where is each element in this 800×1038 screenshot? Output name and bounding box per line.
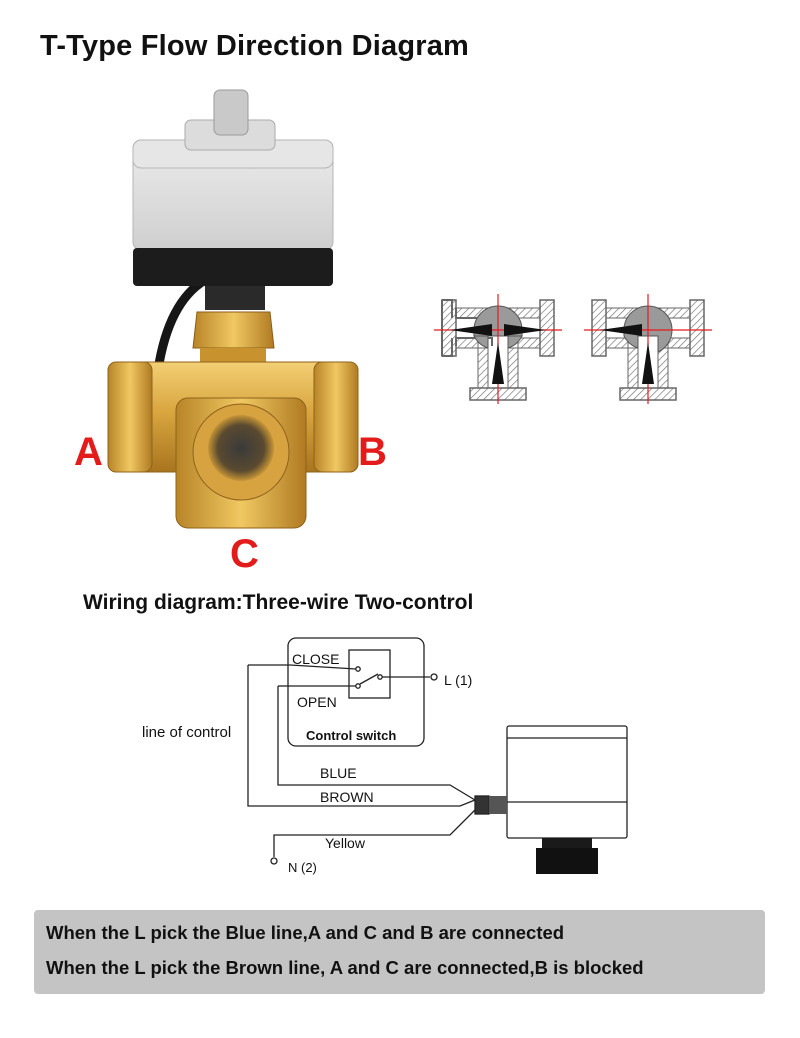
line-of-control-label: line of control [142,724,231,741]
wiring-title: Wiring diagram:Three-wire Two-control [83,591,474,614]
brown-label: BROWN [320,789,374,805]
flow-arrow-up [492,342,504,384]
control-switch-label: Control switch [306,728,396,743]
valve-illustration [107,89,359,529]
blue-wire [277,686,476,801]
actuator-box [506,725,628,839]
brown-wire [247,665,476,807]
l-terminal-icon [430,673,438,681]
yellow-wire [273,809,476,857]
port-c-bore [208,415,274,481]
note-brown-line: When the L pick the Brown line, A and C … [46,957,644,978]
n-terminal-label: N (2) [288,860,317,875]
connection-notes: When the L pick the Blue line,A and C an… [34,910,765,994]
close-label: CLOSE [292,651,339,667]
port-label-b: B [358,430,387,474]
flow-section-left [434,294,562,404]
open-label: OPEN [297,694,337,710]
flow-section-right [584,294,712,404]
l-terminal-label: L (1) [444,672,472,688]
flow-arrow-left [600,324,642,336]
actuator-base [133,248,333,286]
blue-label: BLUE [320,765,357,781]
page-title: T-Type Flow Direction Diagram [40,30,470,62]
port-label-c: C [230,532,259,576]
flow-direction-diagram [434,294,712,404]
flow-arrow-right [504,324,546,336]
manual-override-knob [213,89,249,136]
flow-arrow-up [642,342,654,384]
flow-arrow-left [450,324,492,336]
note-blue-line: When the L pick the Blue line,A and C an… [46,922,565,943]
wiring-diagram: CLOSE OPEN Control switch L (1) line of … [142,637,628,875]
n-terminal-icon [270,857,278,865]
stem-nut [192,311,275,349]
control-switch-box [287,637,425,747]
yellow-label: Yellow [325,835,366,851]
port-label-a: A [74,430,103,474]
